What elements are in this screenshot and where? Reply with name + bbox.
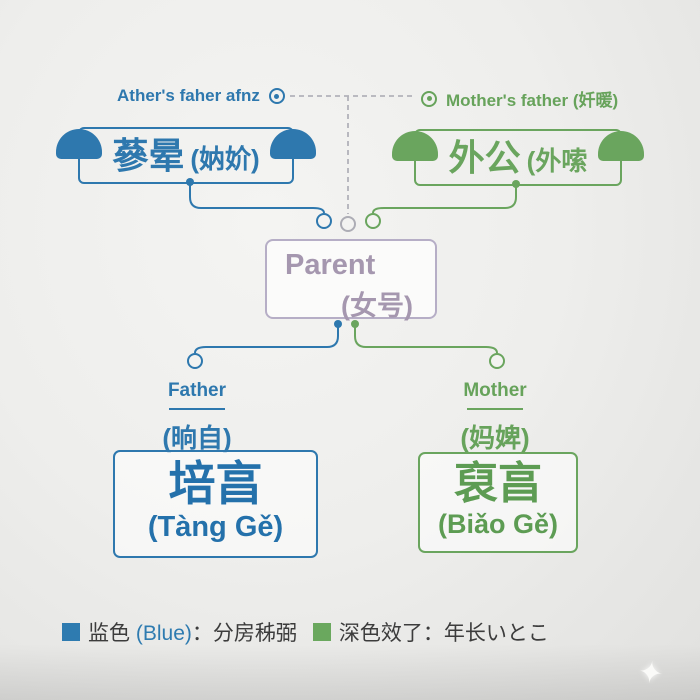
father-connector [194,324,339,354]
person-icon [598,128,644,185]
mother-underline [467,408,523,410]
bullseye-icon [268,88,285,104]
mother-cousin-pinyin: (Biǎo Gě) [437,509,558,540]
father-underline [169,408,225,410]
connector-node-green [489,353,505,369]
legend-blue-post: ：分房秭弼 [191,622,297,645]
legend: 监色 (Blue)：分房秭弼 深色效了：年长いとこ [62,617,549,647]
legend-blue-item: 监色 (Blue)：分房秭弼 [88,617,297,647]
maternal-grandfather-paren: (外嗦 [526,146,588,176]
mother-label: Mother [463,380,527,401]
person-icon [56,126,102,183]
maternal-top-label: Mother's father (奷暖) [421,86,618,111]
maternal-top-label-text: Mother's father (奷暖) [446,91,619,110]
father-sub-label: (晌自) [162,423,232,453]
legend-green-item: 深色效了：年长いとこ [338,622,549,645]
paternal-grandfather-title: 蔘晕 [112,135,185,176]
paternal-grandfather-box: 蔘晕 (妠妎) [56,127,316,184]
connector-node-blue [316,213,332,229]
paternal-top-label-text: Ather's faher afnz [117,86,260,105]
connector-node-blue [187,353,203,369]
person-icon [270,126,316,183]
paternal-connector [189,182,325,214]
parent-box-line2: (女号) [341,291,413,321]
mother-cousin-title: 裒亯 [454,459,542,508]
mother-cousin-box: 裒亯 (Biǎo Gě) [418,452,578,553]
father-cousin-box: 培亯 (Tàng Gě) [113,450,318,558]
mother-sub-label: (妈婢) [460,423,530,453]
father-label: Father [167,380,227,401]
mother-label-group: Mother (妈婢) [420,380,570,455]
father-label-group: Father (晌自) [122,380,272,455]
sparkle-icon: ✦ [635,655,666,692]
person-icon [392,128,438,185]
green-swatch-icon [312,623,331,641]
parent-box-line1: Parent [285,249,376,281]
parent-box: Parent (女号) [265,239,437,321]
connector-node-gray [340,216,356,232]
connector-node-green [365,213,381,229]
blue-swatch-icon [62,623,80,641]
maternal-grandfather-title: 外公 [448,137,521,178]
bullseye-icon [421,90,437,107]
legend-blue-word: (Blue) [135,622,192,645]
paternal-grandfather-paren: (妠妎) [190,144,260,174]
mother-connector [354,324,498,354]
legend-blue-pre: 监色 [88,622,136,645]
father-cousin-title: 培亯 [168,457,263,510]
father-cousin-pinyin: (Tàng Gě) [147,510,284,543]
maternal-grandfather-box: 外公 (外嗦 [392,129,644,186]
maternal-connector [372,184,517,214]
paternal-top-label: Ather's faher afnz [117,86,285,106]
